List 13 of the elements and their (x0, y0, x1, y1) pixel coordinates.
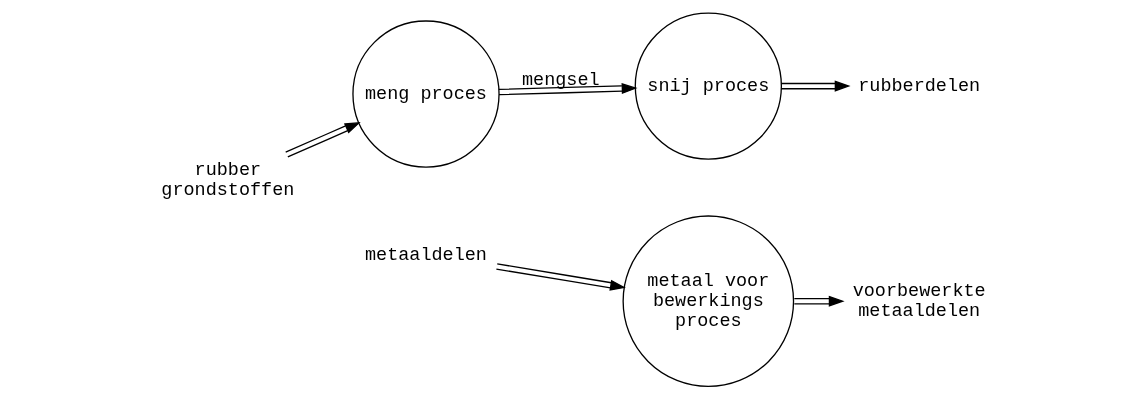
arrow (793, 295, 845, 307)
node-text: rubber grondstoffen (161, 159, 295, 201)
arrow (780, 80, 851, 92)
node-circle: meng proces (352, 20, 500, 168)
arrow (498, 83, 638, 96)
arrow (285, 122, 361, 158)
node-circle: snij proces (634, 12, 783, 160)
arrow (495, 263, 626, 291)
node-text: rubberdelen (858, 76, 981, 97)
node-text: voorbewerkte metaaldelen (852, 281, 986, 322)
node-circle: metaal voor bewerkings proces (622, 215, 795, 388)
edge-label: mengsel (522, 70, 600, 92)
node-text: metaaldelen (365, 244, 487, 266)
